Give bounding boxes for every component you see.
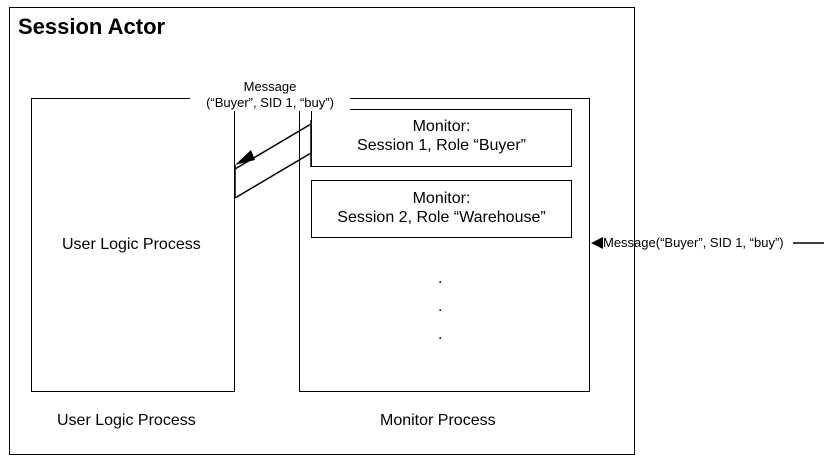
top-message-line1: Message <box>243 79 297 94</box>
session-actor-title: Session Actor <box>18 14 166 39</box>
monitor-session2-line1: Monitor: <box>412 190 471 207</box>
ellipsis-dot-2: . <box>438 298 443 315</box>
incoming-message-label: Message(“Buyer”, SID 1, “buy”) <box>603 235 784 250</box>
user-logic-process-box <box>31 98 235 392</box>
top-message-label: Message (“Buyer”, SID 1, “buy”) <box>190 79 350 111</box>
top-message-line2: (“Buyer”, SID 1, “buy”) <box>206 95 334 110</box>
channel-upper-diagonal <box>234 123 312 170</box>
channel-lower-diagonal <box>234 152 312 199</box>
ellipsis-dot-3: . <box>438 326 443 343</box>
session-actor-frame <box>9 7 635 455</box>
monitor-session2-line2: Session 2, Role “Warehouse” <box>337 209 546 226</box>
user-logic-process-inner-label: User Logic Process <box>62 236 201 253</box>
user-logic-process-label: User Logic Process <box>57 412 196 429</box>
monitor-session1-box <box>311 109 572 167</box>
monitor-session1-line1: Monitor: <box>412 118 471 135</box>
incoming-message-arrowhead <box>591 237 603 249</box>
monitor-process-box <box>299 98 590 392</box>
monitor-session2-box <box>311 180 572 238</box>
ellipsis-dot-1: . <box>438 270 443 287</box>
channel-arrowhead <box>235 150 255 165</box>
monitor-session1-line2: Session 1, Role “Buyer” <box>357 137 526 154</box>
monitor-process-label: Monitor Process <box>380 412 496 429</box>
